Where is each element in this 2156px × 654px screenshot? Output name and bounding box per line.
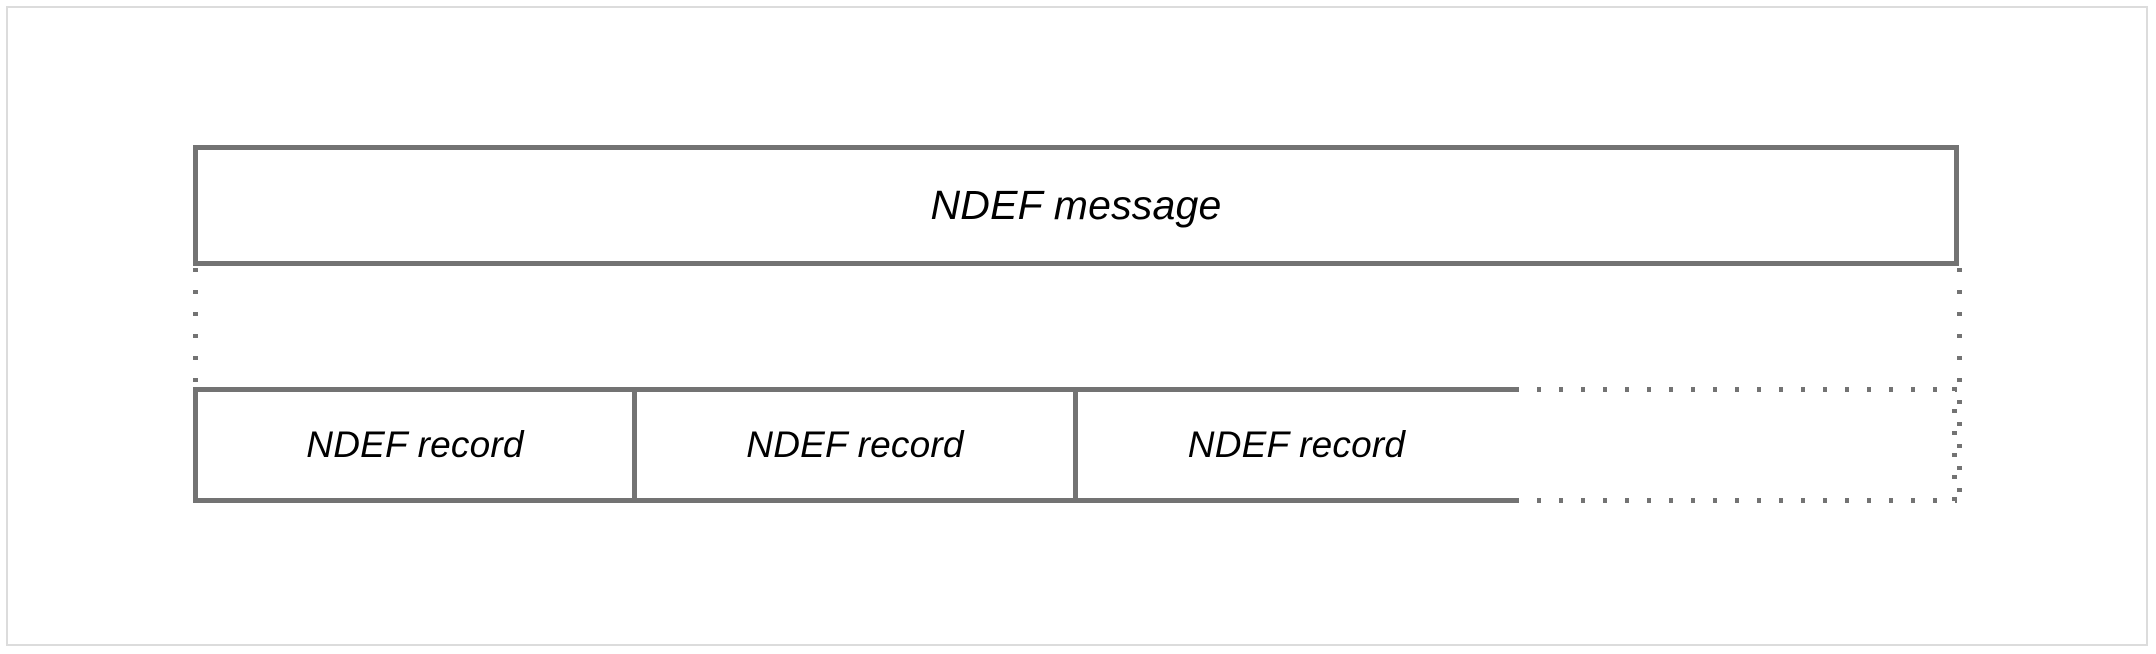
ndef-record-box-0: NDEF record [193, 387, 637, 503]
ndef-record-box-1: NDEF record [632, 387, 1078, 503]
page-frame [6, 6, 2148, 646]
continuation-bottom-dotted-edge [1515, 498, 1957, 503]
ndef-record-label-0: NDEF record [306, 424, 524, 465]
ndef-records-row: NDEF record NDEF record NDEF record [193, 387, 1962, 503]
continuation-right-dotted-edge [1952, 387, 1957, 503]
ndef-record-label-1: NDEF record [746, 424, 964, 465]
continuation-top-dotted-edge [1515, 387, 1957, 392]
connector-left-dotted-line [193, 268, 198, 502]
ndef-records-continuation-dotted-region [1515, 387, 1957, 503]
ndef-message-box: NDEF message [193, 145, 1959, 266]
ndef-record-box-2: NDEF record [1073, 387, 1520, 503]
connector-right-dotted-line [1957, 268, 1962, 502]
ndef-message-label: NDEF message [930, 182, 1222, 228]
ndef-record-label-2: NDEF record [1187, 424, 1406, 465]
